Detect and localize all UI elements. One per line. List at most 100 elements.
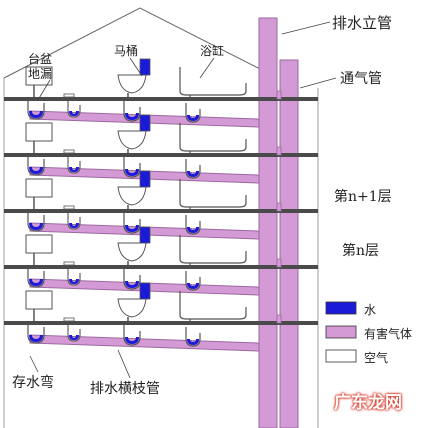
trap-water	[29, 335, 43, 342]
bathtub-trap-water	[187, 115, 199, 121]
toilet-bowl	[117, 242, 147, 262]
legend-label-air: 空气	[364, 351, 389, 365]
vent-pipe	[279, 59, 299, 428]
branch-pipe	[29, 334, 260, 352]
washbasin-trap	[27, 157, 45, 176]
toilet-tank-water	[139, 58, 151, 76]
washbasin-trap	[27, 101, 45, 120]
toilet-tank-water	[139, 114, 151, 132]
label-drain-stack: 排水立管	[332, 14, 393, 32]
washbasin-trap	[27, 325, 45, 344]
label-washbasin: 台盆 地漏	[28, 52, 52, 82]
bathtub-trap-water	[187, 227, 199, 233]
floor-drain	[63, 317, 75, 322]
floor-drain-trap-water	[69, 223, 79, 228]
washbasin	[25, 234, 53, 254]
toilet-trap-water	[125, 225, 139, 232]
bathtub	[179, 291, 247, 320]
floor-slab	[4, 265, 318, 269]
label-toilet: 马桶	[114, 44, 139, 58]
bathtub-trap-water	[187, 339, 199, 345]
label-bathtub: 浴缸	[200, 44, 225, 58]
bathtub	[179, 235, 247, 264]
drain-stack	[258, 17, 278, 428]
vent-connector	[276, 90, 282, 100]
vent-connector	[276, 258, 282, 268]
leader-drain-stack	[281, 21, 331, 35]
legend-label-water: 水	[364, 303, 377, 317]
floor-drain	[63, 149, 75, 154]
floor-drain-trap	[67, 213, 81, 230]
floor-slab	[4, 153, 318, 157]
washbasin	[25, 122, 53, 142]
watermark: 广东龙网	[334, 393, 402, 413]
toilet-bowl	[117, 298, 147, 318]
leader-vent-pipe	[299, 77, 337, 89]
leader-toilet	[129, 57, 143, 77]
label-floor-n-plus-1: 第n+1层	[334, 189, 392, 205]
legend-label-gas: 有害气体	[364, 327, 413, 341]
floor-drain-trap	[67, 157, 81, 174]
floor-drain-trap	[67, 325, 81, 342]
floor-drain-trap-water	[69, 279, 79, 284]
bathtub-trap	[185, 103, 201, 123]
trap-water	[29, 111, 43, 118]
building-roof	[3, 7, 263, 79]
vent-connector	[276, 202, 282, 212]
bathtub-trap	[185, 327, 201, 347]
label-branch-pipe: 排水横枝管	[90, 381, 160, 397]
vent-connector	[276, 314, 282, 324]
toilet-trap	[123, 325, 141, 346]
floor-drain-trap	[67, 101, 81, 118]
toilet-trap-water	[125, 169, 139, 176]
trap-water	[29, 223, 43, 230]
bathtub	[179, 179, 247, 208]
toilet-tank-water	[139, 282, 151, 300]
bathtub-trap	[185, 159, 201, 179]
toilet-bowl	[117, 186, 147, 206]
bathtub-trap	[185, 271, 201, 291]
floor-slab	[4, 321, 318, 325]
legend-swatch-air	[325, 349, 357, 363]
floor-drain	[63, 261, 75, 266]
label-floor-n: 第n层	[342, 243, 380, 259]
trap-water	[29, 279, 43, 286]
leader-washbasin	[37, 79, 51, 101]
floor-drain	[63, 93, 75, 98]
floor-drain-trap	[67, 269, 81, 286]
floor-drain-trap-water	[69, 335, 79, 340]
floor-drain-trap-water	[69, 167, 79, 172]
bathtub	[179, 67, 247, 96]
washbasin	[25, 290, 53, 310]
label-vent-pipe: 通气管	[340, 71, 382, 87]
bathtub-trap-water	[187, 283, 199, 289]
toilet-trap-water	[125, 281, 139, 288]
floor-slab	[4, 97, 318, 101]
toilet-trap-water	[125, 113, 139, 120]
bathtub-trap	[185, 215, 201, 235]
floor-drain-trap-water	[69, 111, 79, 116]
leader-branch-pipe	[117, 349, 131, 379]
legend-swatch-water	[325, 301, 357, 315]
label-washbasin-line1: 台盆	[28, 52, 53, 66]
trap-water	[29, 167, 43, 174]
leader-bathtub	[199, 57, 215, 79]
floor-slab	[4, 209, 318, 213]
bathtub-trap-water	[187, 171, 199, 177]
washbasin	[25, 66, 53, 86]
toilet-tank-water	[139, 170, 151, 188]
washbasin	[25, 178, 53, 198]
washbasin-trap	[27, 269, 45, 288]
label-trap: 存水弯	[12, 375, 54, 391]
floor-drain	[63, 205, 75, 210]
bathtub	[179, 123, 247, 152]
toilet-trap-water	[125, 337, 139, 344]
label-washbasin-line2: 地漏	[28, 67, 53, 81]
toilet-bowl	[117, 130, 147, 150]
floors-group	[4, 58, 318, 352]
leader-trap	[29, 355, 39, 373]
washbasin-trap	[27, 213, 45, 232]
toilet-tank-water	[139, 226, 151, 244]
